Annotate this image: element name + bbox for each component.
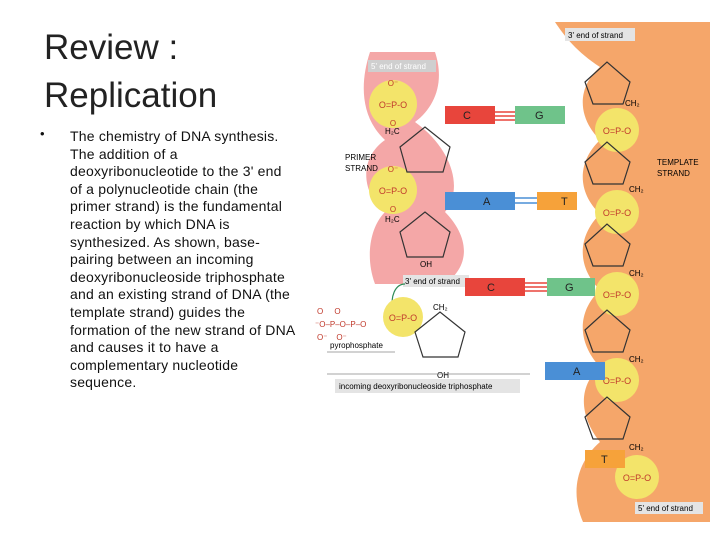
template-sugar-1 bbox=[584, 61, 631, 105]
svg-text:O O: O O bbox=[317, 307, 341, 316]
template-3-end-box bbox=[565, 28, 635, 41]
template-3-end-label: 3' end of strand bbox=[568, 31, 623, 40]
primer-3-end-box bbox=[403, 275, 469, 287]
template-5-end-box bbox=[635, 502, 703, 514]
svg-text:CH₂: CH₂ bbox=[433, 303, 448, 312]
svg-text:O=P-O: O=P-O bbox=[603, 376, 631, 386]
primer-3-oh: OH bbox=[420, 260, 432, 269]
svg-text:O=P-O: O=P-O bbox=[379, 186, 407, 196]
primer-phosphate-1: O⁻ O=P-O O bbox=[369, 79, 417, 128]
primer-h2c-2: H₂C bbox=[385, 215, 400, 224]
svg-text:O⁻: O⁻ bbox=[388, 165, 398, 174]
template-ch2-2: CH₂ bbox=[629, 185, 644, 194]
template-phosphate-4: O=P-O bbox=[595, 358, 639, 402]
svg-text:O=P-O: O=P-O bbox=[603, 290, 631, 300]
primer-sugar-1 bbox=[399, 126, 451, 173]
base-g-1 bbox=[515, 106, 565, 124]
primer-5-end-label: 5' end of strand bbox=[371, 62, 426, 71]
incoming-triphosphate: O O ⁻O–P–O–P–O O⁻ O⁻ O=P-O CH₂ OH bbox=[315, 297, 466, 380]
template-strand-ribbon bbox=[555, 22, 710, 522]
bullet-marker: • bbox=[40, 126, 45, 141]
svg-text:O=P-O: O=P-O bbox=[603, 208, 631, 218]
base-a-1-label: A bbox=[483, 196, 491, 208]
svg-text:O⁻: O⁻ bbox=[388, 79, 398, 88]
template-phosphate-5: O=P-O bbox=[615, 455, 659, 499]
base-a-2 bbox=[545, 362, 605, 380]
template-sugar-4 bbox=[584, 309, 631, 353]
svg-text:OH: OH bbox=[437, 371, 449, 380]
base-c-2-label: C bbox=[487, 282, 495, 294]
incoming-label-box bbox=[335, 379, 520, 393]
template-ch2-1: CH₂ bbox=[625, 99, 640, 108]
primer-3-end-label: 3' end of strand bbox=[405, 277, 460, 286]
template-sugar-3 bbox=[584, 223, 631, 267]
base-c-1-label: C bbox=[463, 110, 471, 122]
incoming-label: incoming deoxyribonucleoside triphosphat… bbox=[339, 382, 493, 391]
primer-5-end-box bbox=[368, 60, 436, 72]
base-a-2-label: A bbox=[573, 366, 581, 378]
template-phosphate-3: O=P-O bbox=[595, 272, 639, 316]
svg-text:O=P-O: O=P-O bbox=[603, 126, 631, 136]
template-sugar-2 bbox=[584, 141, 631, 185]
template-5-end-label: 5' end of strand bbox=[638, 504, 693, 513]
base-c-1 bbox=[445, 106, 495, 124]
template-ch2-4: CH₂ bbox=[629, 355, 644, 364]
primer-phosphate-2: O⁻ O=P-O O bbox=[369, 165, 417, 214]
svg-text:O=P-O: O=P-O bbox=[623, 473, 651, 483]
svg-text:O: O bbox=[390, 119, 396, 128]
base-t-2-label: T bbox=[601, 454, 608, 466]
svg-text:O=P-O: O=P-O bbox=[389, 313, 417, 323]
svg-text:O=P-O: O=P-O bbox=[379, 100, 407, 110]
base-g-2-label: G bbox=[565, 282, 574, 294]
template-strand-label-line2: STRAND bbox=[657, 169, 690, 178]
primer-strand-label-line1: PRIMER bbox=[345, 153, 376, 162]
slide-title: Review : Replication bbox=[44, 28, 218, 115]
base-t-1 bbox=[537, 192, 577, 210]
primer-h2c-1: H₂C bbox=[385, 127, 400, 136]
template-phosphate-2: O=P-O bbox=[595, 190, 639, 234]
base-t-1-label: T bbox=[561, 196, 568, 208]
pyrophosphate-label: pyrophosphate bbox=[330, 341, 383, 350]
base-c-2 bbox=[465, 278, 525, 296]
template-ch2-3: CH₂ bbox=[629, 269, 644, 278]
base-a-1 bbox=[445, 192, 515, 210]
svg-text:O⁻ O⁻: O⁻ O⁻ bbox=[317, 333, 347, 342]
template-phosphate-1: O=P-O bbox=[595, 108, 639, 152]
dna-replication-diagram: 3' end of strand 5' end of strand PRIMER… bbox=[315, 22, 710, 522]
svg-text:⁻O–P–O–P–O: ⁻O–P–O–P–O bbox=[315, 320, 366, 329]
primer-sugar-2 bbox=[399, 211, 451, 258]
template-sugar-5 bbox=[584, 396, 631, 440]
primer-strand-label-line2: STRAND bbox=[345, 164, 378, 173]
base-g-1-label: G bbox=[535, 110, 544, 122]
svg-text:O: O bbox=[390, 205, 396, 214]
template-strand-label-line1: TEMPLATE bbox=[657, 158, 699, 167]
bullet-text: The chemistry of DNA synthesis. The addi… bbox=[70, 128, 295, 391]
template-ch2-5: CH₂ bbox=[629, 443, 644, 452]
base-t-2 bbox=[585, 450, 625, 468]
base-g-2 bbox=[547, 278, 595, 296]
